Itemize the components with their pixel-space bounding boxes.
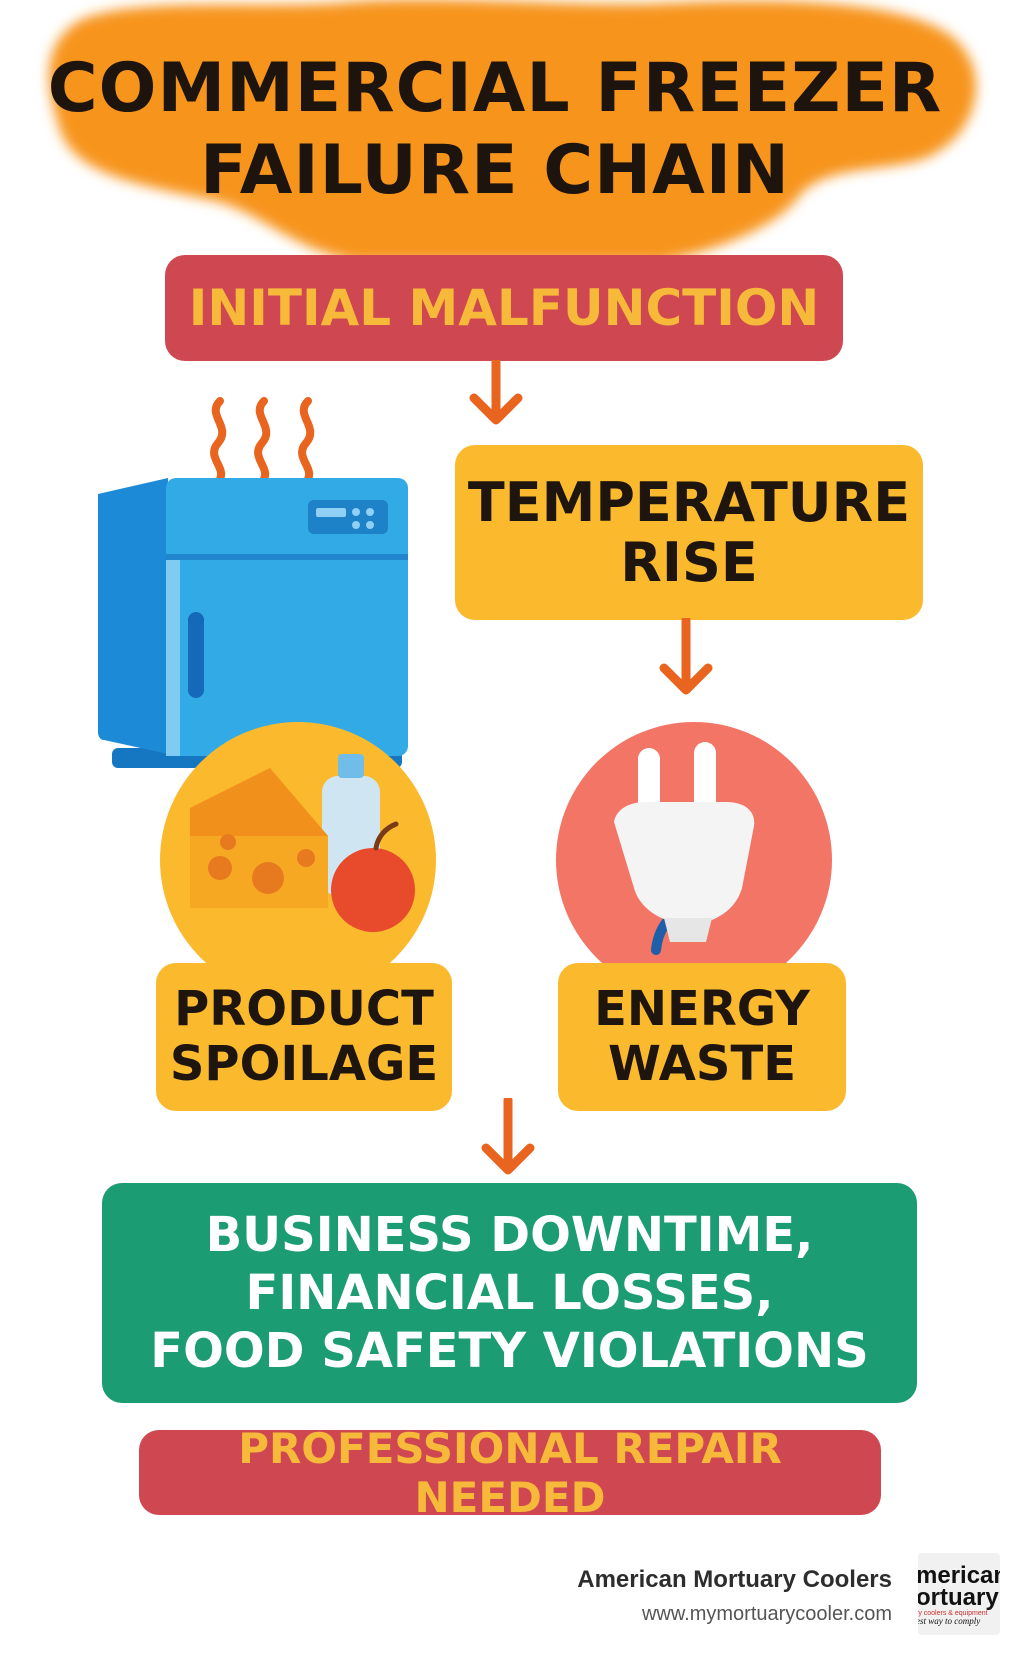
page-title: COMMERCIAL FREEZER FAILURE CHAIN bbox=[47, 49, 943, 210]
node-temperature-rise: TEMPERATURE RISE bbox=[455, 445, 923, 620]
arrow-down-icon bbox=[481, 1098, 535, 1175]
svg-text:ry coolers & equipment: ry coolers & equipment bbox=[918, 1610, 988, 1617]
svg-text:merican: merican bbox=[918, 1562, 1000, 1589]
svg-text:ortuary: ortuary bbox=[918, 1584, 999, 1611]
arrow-down-icon bbox=[659, 618, 713, 695]
freezer-icon bbox=[98, 478, 408, 768]
node-product-spoilage: PRODUCT SPOILAGE bbox=[156, 963, 452, 1111]
svg-text:est way to comply: est way to comply bbox=[918, 1616, 980, 1626]
food-spoilage-icon bbox=[160, 722, 436, 998]
company-logo: merican ortuary ry coolers & equipment e… bbox=[918, 1553, 1000, 1635]
title-splash bbox=[48, 0, 976, 262]
node-energy-waste: ENERGY WASTE bbox=[558, 963, 846, 1111]
node-initial-malfunction: INITIAL MALFUNCTION bbox=[165, 255, 843, 361]
footer-company-name: American Mortuary Coolers bbox=[577, 1566, 892, 1593]
heat-waves-icon bbox=[210, 397, 315, 483]
arrow-down-icon bbox=[469, 360, 523, 425]
power-plug-icon bbox=[556, 722, 832, 998]
node-business-impact: BUSINESS DOWNTIME, FINANCIAL LOSSES, FOO… bbox=[102, 1183, 917, 1403]
node-professional-repair: PROFESSIONAL REPAIR NEEDED bbox=[139, 1424, 881, 1522]
footer-url[interactable]: www.mymortuarycooler.com bbox=[641, 1603, 892, 1625]
